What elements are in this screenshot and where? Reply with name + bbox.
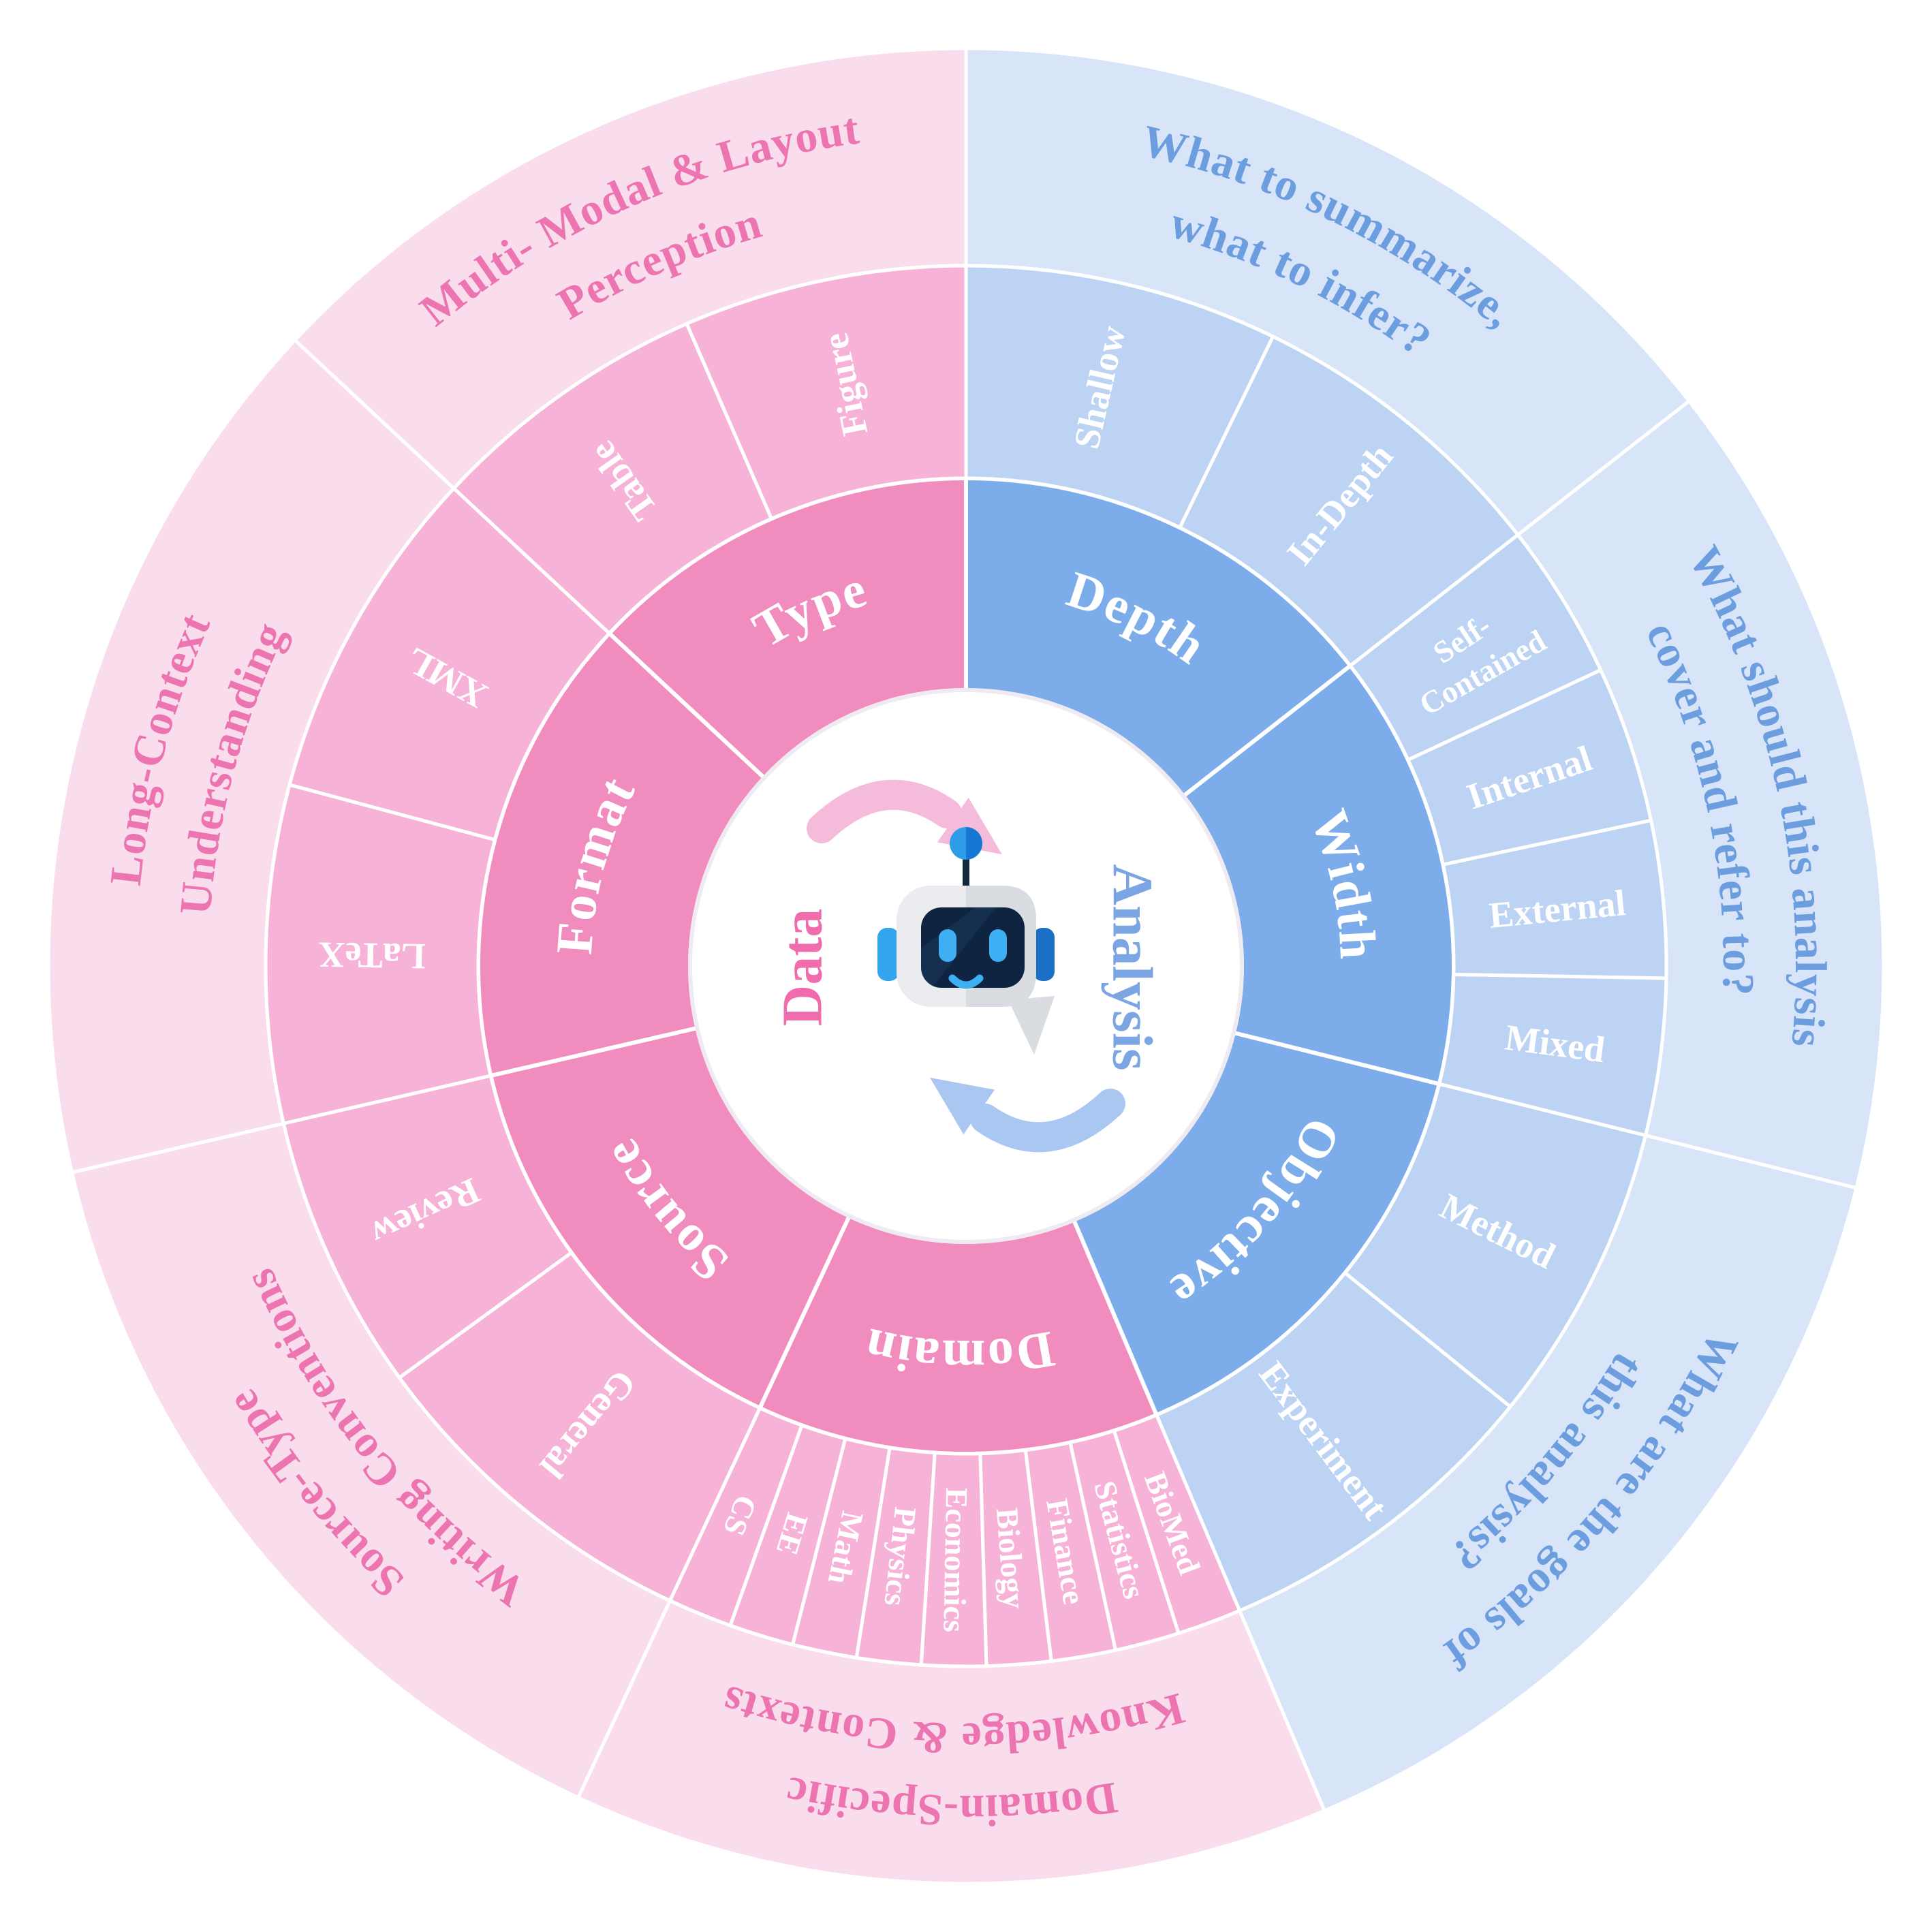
robot-antenna	[963, 853, 969, 891]
robot-ear-left	[877, 928, 899, 981]
sector-review	[281, 1074, 574, 1380]
center-data-label: Data	[771, 909, 835, 1027]
robot-smile	[948, 974, 984, 989]
sector-experiment	[1155, 1271, 1512, 1612]
robot-antenna-ball-shade	[966, 827, 982, 860]
segment-biology: Biology	[990, 1507, 1032, 1610]
robot-eye-left	[939, 929, 956, 962]
robot-chat-tail	[1008, 996, 1055, 1055]
data-to-analysis-arrow-icon	[807, 779, 962, 843]
center-analysis-label: Analysis	[1101, 864, 1164, 1070]
robot-ear-right	[1033, 928, 1055, 981]
cycle-arrows	[807, 779, 1125, 1153]
segment-latex: LaTeX	[318, 934, 426, 977]
robot-screen-sheen	[921, 907, 996, 988]
analysis-to-data-arrow-icon	[970, 1089, 1125, 1153]
sector-xml	[287, 486, 611, 842]
robot-icon	[877, 827, 1055, 1055]
segment-economics: Economics	[937, 1487, 974, 1632]
sector-cs	[668, 1406, 804, 1627]
analysis-to-data-arrowhead-icon	[930, 1077, 995, 1135]
robot-eye-right	[989, 929, 1007, 962]
